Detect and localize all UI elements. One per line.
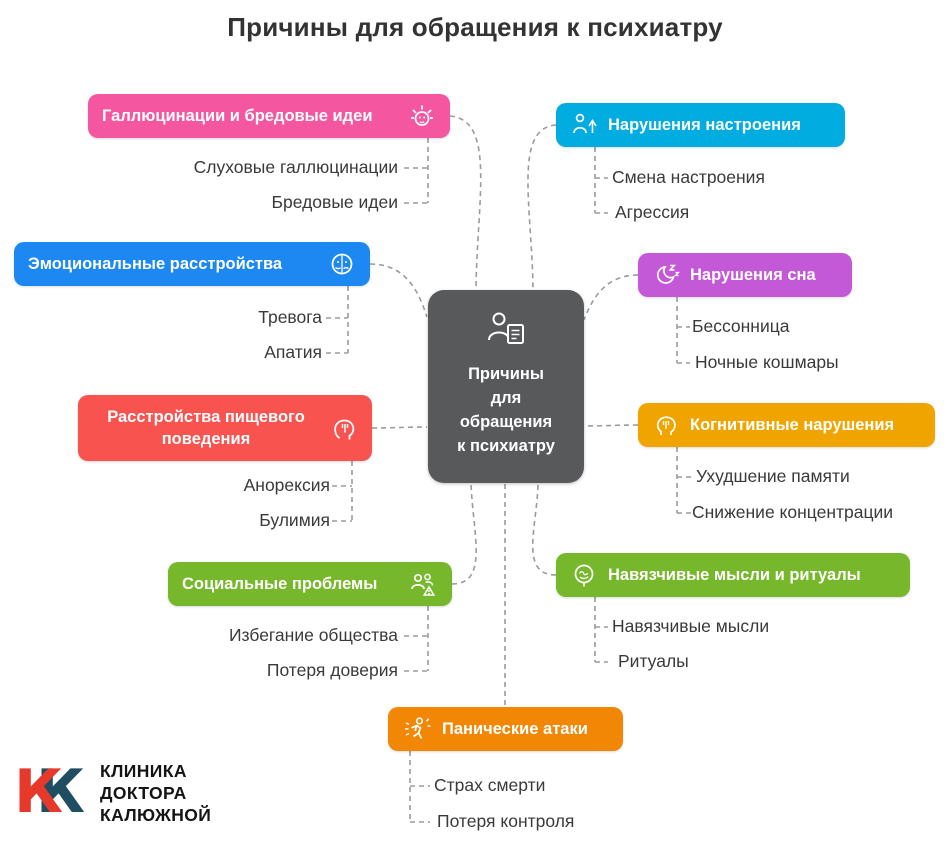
subitem-social-avoidance: Избегание общества (228, 625, 398, 645)
branch-label: Эмоциональные расстройства (28, 254, 283, 273)
subitem-anorexia: Анорексия (243, 475, 330, 495)
subitem-apathy: Апатия (264, 342, 322, 362)
subitem-mood-swings: Смена настроения (612, 167, 765, 187)
subitem-memory-decline: Ухудшение памяти (696, 466, 850, 486)
branch-panic-attacks: Панические атаки (388, 707, 623, 751)
subitem-anxiety: Тревога (258, 307, 322, 327)
social-warning-icon (408, 570, 438, 598)
cognitive-icon (652, 411, 680, 439)
branch-label: Когнитивные нарушения (690, 415, 895, 434)
branch-social-problems: Социальные проблемы (168, 562, 452, 606)
subitem-trust-loss: Потеря доверия (266, 660, 398, 680)
hallucinations-icon (408, 102, 436, 130)
center-line: Причины (468, 365, 544, 383)
branch-label: Навязчивые мысли и ритуалы (608, 565, 861, 584)
subitem-insomnia: Бессонница (692, 316, 790, 336)
logo-text-line: КАЛЮЖНОЙ (100, 805, 212, 825)
branch-label: Нарушения настроения (608, 115, 801, 134)
eating-disorder-icon (330, 414, 358, 442)
subitem-delusions: Бредовые идеи (271, 192, 398, 212)
branch-obsessive-thoughts: Навязчивые мысли и ритуалы (556, 553, 910, 597)
logo-k-mark: К К (14, 760, 86, 826)
branch-eating-disorders: Расстройства пищевого поведения (78, 395, 372, 461)
branch-cognitive-impairment: Когнитивные нарушения (638, 403, 935, 447)
panic-attack-icon (402, 715, 432, 743)
center-node-text: Причины для обращения к психиатру (457, 362, 555, 458)
logo-k-back: К (36, 757, 86, 827)
subitem-loss-of-control: Потеря контроля (437, 811, 575, 831)
center-line: обращения (459, 413, 553, 431)
logo-text: КЛИНИКА ДОКТОРА КАЛЮЖНОЙ (100, 760, 211, 826)
clinic-logo: К К КЛИНИКА ДОКТОРА КАЛЮЖНОЙ (14, 760, 211, 826)
branch-emotional-disorders: Эмоциональные расстройства (14, 242, 370, 286)
obsessive-thoughts-icon (570, 561, 598, 589)
mood-swings-icon (570, 111, 598, 139)
center-line: для (490, 389, 522, 407)
center-line: к психиатру (457, 437, 555, 455)
subitem-obsessive-thoughts: Навязчивые мысли (612, 616, 770, 636)
emotions-icon (328, 250, 356, 278)
branch-sleep-disorders: Нарушения сна (638, 253, 852, 297)
page-title: Причины для обращения к психиатру (227, 12, 723, 42)
center-node: Причины для обращения к психиатру (428, 290, 584, 483)
subitem-bulimia: Булимия (259, 510, 330, 530)
subitem-rituals: Ритуалы (618, 651, 689, 671)
branch-hallucinations: Галлюцинации и бредовые идеи (88, 94, 450, 138)
sleep-moon-icon (652, 261, 680, 289)
subitem-aggression: Агрессия (615, 202, 690, 222)
subitem-concentration-decline: Снижение концентрации (692, 502, 894, 522)
logo-text-line: КЛИНИКА (100, 761, 187, 781)
logo-text-line: ДОКТОРА (100, 783, 187, 803)
branch-label: Галлюцинации и бредовые идеи (102, 106, 373, 125)
branch-label: Расстройства пищевого поведения (107, 407, 305, 448)
subitem-nightmares: Ночные кошмары (695, 352, 839, 372)
branch-label: Панические атаки (442, 719, 588, 738)
branch-label: Нарушения сна (690, 265, 816, 284)
person-document-icon (482, 310, 530, 350)
branch-mood-disorders: Нарушения настроения (556, 103, 845, 147)
logo-k-front: К (14, 757, 64, 827)
branch-label: Социальные проблемы (182, 574, 378, 593)
subitem-auditory-hallucinations: Слуховые галлюцинации (193, 157, 398, 177)
subitem-fear-of-death: Страх смерти (434, 775, 546, 795)
